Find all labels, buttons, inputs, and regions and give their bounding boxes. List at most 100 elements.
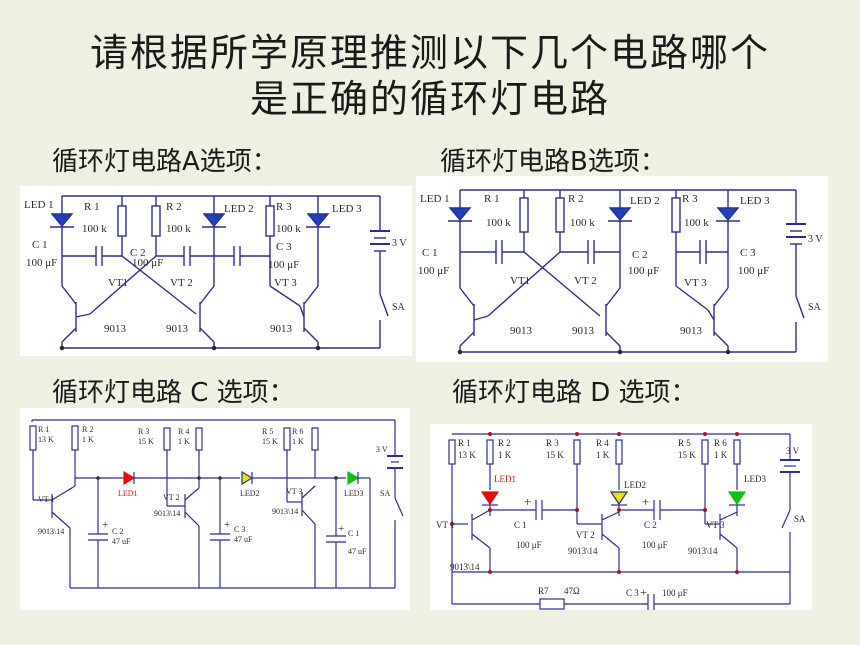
c-r3-value: 15 K — [138, 437, 154, 446]
d-c3-plus: + — [640, 585, 647, 599]
b-r2-value: 100 k — [570, 217, 595, 229]
d-battery-label: 3 V — [786, 446, 800, 456]
b-q1-label: 9013 — [510, 325, 533, 337]
c-c1-plus: + — [338, 523, 344, 535]
d-q1-label: 9013\14 — [450, 562, 480, 572]
b-led3-label: LED 3 — [740, 195, 770, 207]
b-c2-value: 100 μF — [628, 265, 659, 277]
c-c3-label: C 3 — [234, 525, 245, 534]
b-c3-value: 100 μF — [738, 265, 769, 277]
d-r4-value: 1 K — [596, 450, 610, 460]
c-q3-label: 9013\14 — [272, 507, 298, 516]
b-led2-label: LED 2 — [630, 195, 660, 207]
d-r7-label: R7 — [538, 586, 549, 596]
d-c1-value: 100 μF — [516, 540, 542, 550]
a-vt3-label: VT 3 — [274, 277, 297, 289]
circuit-c-diagram: R 1 13 K R 2 1 K R 3 15 K R 4 1 K R 5 15… — [20, 408, 410, 610]
d-vt3-label: VT 3 — [706, 520, 725, 530]
b-r3-value: 100 k — [684, 217, 709, 229]
d-vt1-label: VT 1 — [436, 520, 455, 530]
c-r2-label: R 2 — [82, 425, 93, 434]
a-vt2-label: VT 2 — [170, 277, 193, 289]
option-c-label: 循环灯电路 C 选项： — [52, 378, 295, 408]
d-led3-label: LED3 — [744, 474, 766, 484]
a-c2-value: 100 μF — [132, 257, 163, 269]
c-led2-label: LED2 — [240, 489, 260, 498]
d-c2-label: C 2 — [644, 520, 657, 530]
b-q3-label: 9013 — [680, 325, 703, 337]
c-r4-label: R 4 — [178, 427, 189, 436]
a-r1-value: 100 k — [82, 223, 107, 235]
b-c1-value: 100 μF — [418, 265, 449, 277]
b-vt2-label: VT 2 — [574, 275, 597, 287]
b-r1-value: 100 k — [486, 217, 511, 229]
a-c2-label: C 2 — [130, 247, 146, 259]
a-q1-label: 9013 — [104, 323, 127, 335]
b-c2-label: C 2 — [632, 249, 648, 261]
c-c1-label: C 1 — [348, 529, 359, 538]
d-r1-label: R 1 — [458, 438, 471, 448]
a-led3-label: LED 3 — [332, 203, 362, 215]
a-battery-label: 3 V — [392, 238, 407, 249]
d-r4-label: R 4 — [596, 438, 609, 448]
a-q3-label: 9013 — [270, 323, 293, 335]
d-r1-value: 13 K — [458, 450, 476, 460]
b-q2-label: 9013 — [572, 325, 595, 337]
a-led2-label: LED 2 — [224, 203, 254, 215]
c-vt3-label: VT 3 — [286, 487, 303, 496]
slide-title-line-1: 请根据所学原理推测以下几个电路哪个 — [89, 31, 770, 75]
c-c3-value: 47 uF — [234, 535, 253, 544]
circuit-d-diagram: R 1 13 K R 2 1 K R 3 15 K R 4 1 K R 5 15… — [430, 424, 812, 610]
b-vt3-label: VT 3 — [684, 277, 707, 289]
d-c2-plus: + — [642, 494, 649, 509]
option-b-label: 循环灯电路B选项： — [440, 147, 666, 177]
c-r1-value: 13 K — [38, 435, 54, 444]
d-c1-plus: + — [524, 494, 531, 509]
a-led1-label: LED 1 — [24, 199, 54, 211]
c-r5-value: 15 K — [262, 437, 278, 446]
d-led2-label: LED2 — [624, 480, 646, 490]
d-r2-label: R 2 — [498, 438, 511, 448]
d-r2-value: 1 K — [498, 450, 512, 460]
c-c2-label: C 2 — [112, 527, 123, 536]
b-led1-label: LED 1 — [420, 193, 450, 205]
d-r3-value: 15 K — [546, 450, 564, 460]
d-c1-label: C 1 — [514, 520, 527, 530]
c-q2-label: 9013\14 — [154, 509, 180, 518]
c-led1-label: LED1 — [118, 489, 138, 498]
d-r5-value: 15 K — [678, 450, 696, 460]
c-r5-label: R 5 — [262, 427, 273, 436]
a-r2-label: R 2 — [166, 201, 182, 213]
a-q2-label: 9013 — [166, 323, 189, 335]
c-r3-label: R 3 — [138, 427, 149, 436]
c-battery-label: 3 V — [376, 445, 388, 454]
d-led1-label: LED1 — [494, 474, 516, 484]
d-q2-label: 9013\14 — [568, 546, 598, 556]
d-q3-label: 9013\14 — [688, 546, 718, 556]
d-c3-label: C 3 — [626, 588, 639, 598]
circuit-b-diagram: LED 1 R 1 100 k R 2 100 k LED 2 R 3 100 … — [416, 176, 828, 362]
a-vt1-label: VT1 — [108, 277, 128, 289]
d-c3-value: 100 μF — [662, 588, 688, 598]
b-c3-label: C 3 — [740, 247, 756, 259]
d-r6-value: 1 K — [714, 450, 728, 460]
c-vt2-label: VT 2 — [163, 493, 180, 502]
c-switch-label: SA — [380, 489, 390, 498]
a-c1-label: C 1 — [32, 239, 48, 251]
a-r3-value: 100 k — [276, 223, 301, 235]
a-r1-label: R 1 — [84, 201, 100, 213]
option-a-label: 循环灯电路A选项： — [52, 147, 278, 177]
d-r3-label: R 3 — [546, 438, 559, 448]
c-r6-value: 1 K — [292, 437, 304, 446]
a-c3-value: 100 μF — [268, 259, 299, 271]
b-battery-label: 3 V — [808, 234, 823, 245]
c-r6-label: R 6 — [292, 427, 303, 436]
a-r3-label: R 3 — [276, 201, 292, 213]
b-c1-label: C 1 — [422, 247, 438, 259]
c-led3-label: LED3 — [344, 489, 364, 498]
circuit-a-diagram: LED 1 R 1 100 k R 2 100 k LED 2 R 3 100 … — [20, 186, 412, 356]
b-vt1-label: VT1 — [510, 275, 530, 287]
c-c1-value: 47 uF — [348, 547, 367, 556]
d-r5-label: R 5 — [678, 438, 691, 448]
c-c2-value: 47 uF — [112, 537, 131, 546]
